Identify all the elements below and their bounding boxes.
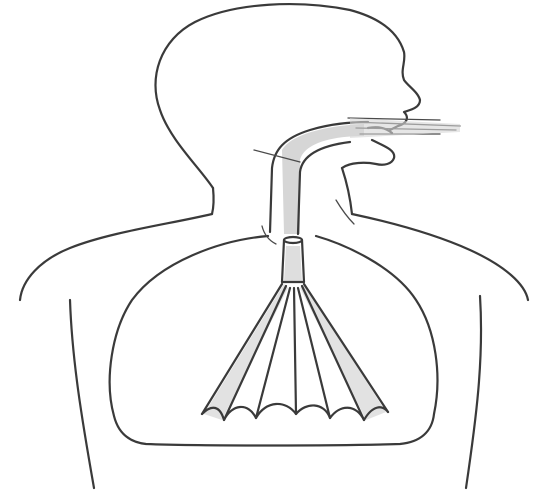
right-torso-side bbox=[466, 296, 481, 488]
airway-inner bbox=[298, 142, 350, 234]
right-shoulder bbox=[352, 214, 528, 300]
chin-outline bbox=[342, 140, 394, 168]
neck-tendon-left bbox=[262, 226, 276, 244]
thoracic-cavity bbox=[110, 236, 438, 446]
airflow-lines bbox=[348, 118, 460, 138]
left-torso-side bbox=[70, 300, 94, 488]
left-shoulder bbox=[20, 214, 212, 300]
trachea-shading bbox=[284, 246, 302, 282]
trachea-right bbox=[302, 240, 304, 282]
neck-back bbox=[212, 188, 214, 214]
neck-front bbox=[342, 168, 352, 214]
bronchi-fan bbox=[202, 284, 388, 420]
airway-shading bbox=[282, 124, 364, 234]
trachea-top bbox=[284, 237, 302, 243]
trachea-left bbox=[282, 240, 284, 282]
